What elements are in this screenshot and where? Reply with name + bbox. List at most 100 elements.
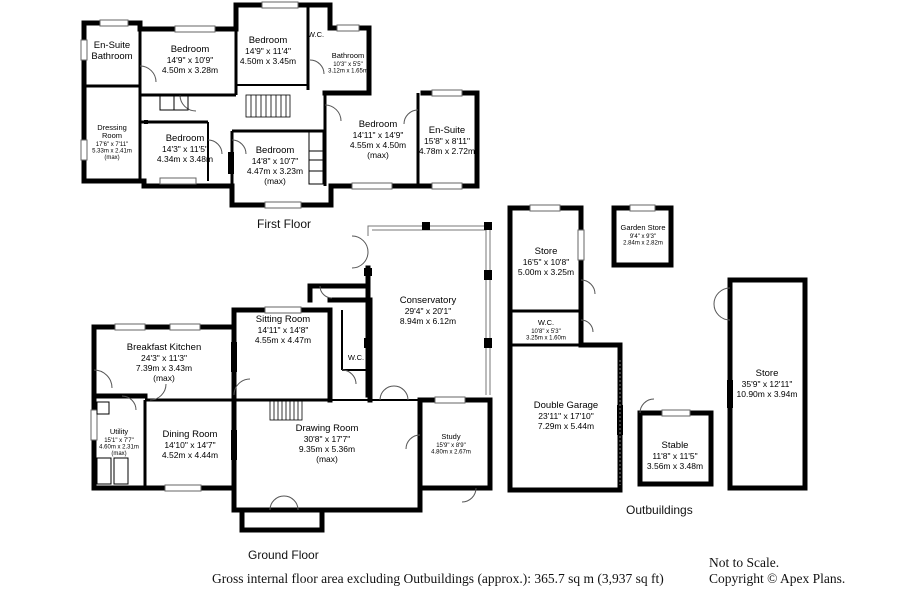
room-dimension: 30'8" x 17'7" (304, 434, 351, 444)
room-name: Double Garage (534, 400, 598, 411)
room-dimension: 10'3" x 5'5" (333, 62, 363, 68)
outbuildings-plan (507, 204, 808, 493)
room-dimension: 14'11" x 14'9" (353, 130, 404, 140)
copyright-note: Copyright © Apex Plans. (709, 571, 846, 586)
room-name: Dressing (97, 123, 127, 132)
room-dimension: 23'11" x 17'10" (538, 411, 593, 421)
room-dimension: 15'8" x 8'11" (424, 136, 470, 146)
room-dimension: 4.50m x 3.28m (162, 65, 218, 75)
room-name: Bedroom (256, 145, 295, 156)
room-dimension: 35'9" x 12'11" (742, 379, 793, 389)
room-dimension: 14'9" x 11'4" (245, 46, 291, 56)
room-dimension: 16'5" x 10'8" (523, 257, 570, 267)
room-name: W.C. (538, 318, 554, 327)
room-dimension: 4.80m x 2.67m (431, 450, 471, 456)
ground-floor-plan (90, 222, 493, 533)
room-dimension: 4.60m x 2.31m (99, 445, 139, 451)
room-dimension: (max) (104, 155, 119, 161)
room-dimension: 2.84m x 2.82m (623, 241, 663, 247)
room-name: En-Suite (429, 125, 465, 136)
room-name: En-Suite (94, 40, 130, 51)
room-dimension: (max) (111, 451, 126, 457)
room-dimension: (max) (153, 373, 175, 383)
room-dimension: 10.90m x 3.94m (737, 389, 798, 399)
room-dimension: 7.29m x 5.44m (538, 421, 594, 431)
room-dimension: (max) (264, 176, 286, 186)
ground-floor-label: Ground Floor (248, 548, 319, 562)
first-floor-plan (80, 1, 480, 209)
room-name: Drawing Room (296, 423, 359, 434)
room-dimension: 14'10" x 14'7" (164, 440, 215, 450)
room-name: Store (756, 368, 779, 379)
room-dimension: 5.00m x 3.25m (518, 267, 574, 277)
room-dimension: 15'1" x 7'7" (104, 438, 134, 444)
room-name: Dining Room (163, 429, 218, 440)
room-name: Bedroom (166, 133, 205, 144)
room-dimension: 14'9" x 10'9" (167, 55, 214, 65)
room-dimension: 15'9" x 8'9" (436, 443, 466, 449)
room-dimension: 4.52m x 4.44m (162, 450, 218, 460)
floor-area-note: Gross internal floor area excluding Outb… (212, 571, 664, 586)
room-dimension: 9.35m x 5.36m (299, 444, 355, 454)
room-name: Stable (662, 440, 689, 451)
room-name: Bedroom (171, 44, 210, 55)
room-dimension: 4.34m x 3.48m (157, 154, 213, 164)
room-name: Bedroom (249, 35, 288, 46)
room-dimension: 3.25m x 1.60m (526, 336, 566, 342)
room-dimension: 17'6" x 7'11" (96, 142, 128, 148)
room-dimension: 14'8" x 10'7" (252, 156, 299, 166)
room-name: Conservatory (400, 295, 457, 306)
room-name: W.C. (348, 353, 364, 362)
room-dimension: 4.55m x 4.50m (350, 140, 406, 150)
room-dimension: (max) (316, 454, 338, 464)
room-dimension: 11'8" x 11'5" (652, 451, 697, 461)
room-name: Sitting Room (256, 314, 310, 325)
room-wc-out: W.C. 10'8" x 5'3"3.25m x 1.60m (526, 318, 566, 342)
room-dimension: 29'4" x 20'1" (405, 306, 452, 316)
room-dimension: 4.47m x 3.23m (247, 166, 303, 176)
room-name: Bedroom (359, 119, 398, 130)
scale-note: Not to Scale. (709, 555, 780, 570)
room-dimension: 4.78m x 2.72m (419, 146, 475, 156)
room-name: Room (102, 131, 122, 140)
room-dimension: 24'3" x 11'3" (141, 353, 187, 363)
room-study: Study 15'9" x 8'9"4.80m x 2.67m (431, 432, 471, 456)
outbuildings-label: Outbuildings (626, 503, 693, 517)
room-wc-first: W.C. (308, 30, 324, 39)
room-dimension: 10'8" x 5'3" (531, 329, 561, 335)
room-garden-store: Garden Store 9'4" x 9'3"2.84m x 2.82m (620, 223, 665, 247)
room-name: Garden Store (620, 223, 665, 232)
room-dimension: 3.56m x 3.48m (647, 461, 703, 471)
first-floor-label: First Floor (257, 217, 311, 231)
room-dimension: 8.94m x 6.12m (400, 316, 456, 326)
room-name: Store (535, 246, 558, 257)
room-dimension: 9'4" x 9'3" (630, 234, 656, 240)
room-name: Breakfast Kitchen (127, 342, 201, 353)
room-dimension: 4.55m x 4.47m (255, 335, 311, 345)
room-dimension: 14'11" x 14'8" (258, 325, 309, 335)
room-dimension: 14'3" x 11'5" (162, 144, 208, 154)
room-dimension: 4.50m x 3.45m (240, 56, 296, 66)
room-name: W.C. (308, 30, 324, 39)
room-name: Study (441, 432, 460, 441)
room-name: Bathroom (91, 51, 132, 62)
